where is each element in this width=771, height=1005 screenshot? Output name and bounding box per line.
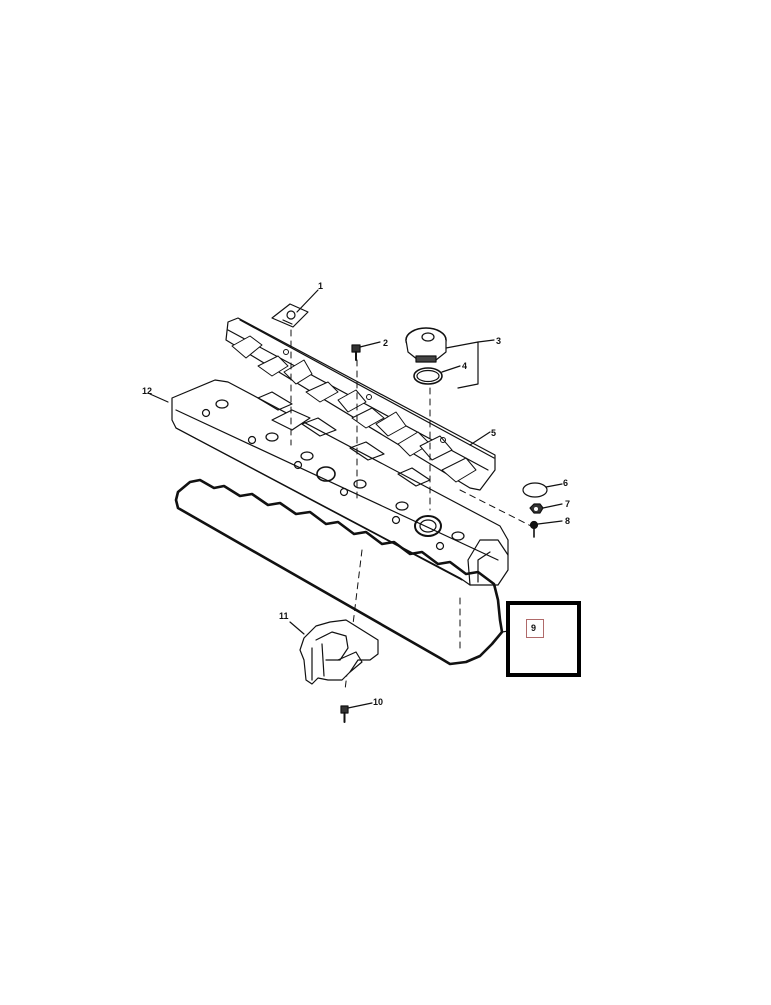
callout-6[interactable]: 6 — [563, 478, 569, 488]
bolt-part[interactable] — [351, 344, 361, 361]
oil-filler-cap-part[interactable] — [405, 327, 447, 363]
cover-rail-part[interactable] — [225, 317, 496, 491]
callout-5[interactable]: 5 — [491, 428, 497, 438]
selected-callout-highlight[interactable] — [526, 619, 544, 638]
gasket-part[interactable] — [174, 478, 504, 666]
valve-cover-part[interactable] — [171, 379, 509, 586]
o-ring-part[interactable] — [413, 367, 443, 385]
plug-part[interactable] — [522, 482, 548, 498]
callout-11[interactable]: 11 — [279, 611, 289, 621]
nut-part[interactable] — [529, 503, 544, 514]
callout-8[interactable]: 8 — [565, 516, 571, 526]
callout-9[interactable]: 9 — [531, 623, 537, 633]
callout-12[interactable]: 12 — [142, 386, 153, 396]
callout-2[interactable]: 2 — [383, 338, 389, 348]
callout-10[interactable]: 10 — [373, 697, 384, 707]
clip-bracket-part[interactable] — [299, 619, 379, 685]
screw-part[interactable] — [340, 705, 349, 723]
callout-7[interactable]: 7 — [565, 499, 571, 509]
callout-3[interactable]: 3 — [496, 336, 502, 346]
callout-4[interactable]: 4 — [462, 361, 468, 371]
stud-part[interactable] — [529, 520, 539, 538]
callout-1[interactable]: 1 — [318, 281, 324, 291]
label-plate-part[interactable] — [271, 303, 309, 328]
selected-callout-frame[interactable] — [506, 601, 581, 677]
